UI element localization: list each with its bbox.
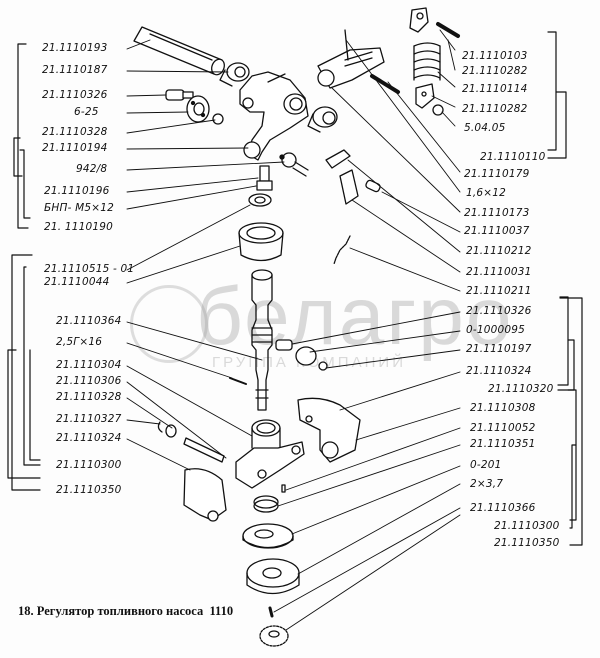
part-label: 21.1110110: [480, 151, 546, 163]
spring-052: [253, 495, 279, 513]
figure-title: Регулятор топливного насоса: [36, 604, 204, 618]
part-label: 21.1110324: [466, 365, 532, 377]
washer-part: [212, 113, 224, 125]
bearing-0-201: [246, 558, 300, 595]
shaft-flange: [235, 419, 305, 489]
part-label: 21.1110320: [488, 383, 554, 395]
spring-114: [413, 42, 441, 81]
part-label: 21.1110052: [470, 422, 536, 434]
spring-212: [333, 235, 351, 265]
part-label: 21.1110179: [464, 168, 530, 180]
part-label: 21.1110328: [42, 126, 108, 138]
washer-328: [165, 424, 177, 438]
bearing-6-25: [186, 95, 210, 123]
figure-number: 18.: [18, 604, 34, 618]
part-label: 21.1110197: [466, 343, 532, 355]
sleeve-173: [365, 179, 381, 193]
pin-part: [165, 89, 194, 101]
part-label: 6-25: [74, 106, 99, 118]
part-label: 21.1110515 - 01: [44, 263, 135, 275]
bracket-282: [415, 83, 435, 109]
part-label: 21.1110327: [56, 413, 122, 425]
washer-5-04-05: [432, 104, 444, 116]
part-label: 21.1110366: [470, 502, 536, 514]
adjust-screw: [279, 152, 309, 177]
part-label: 21.1110187: [42, 64, 108, 76]
part-label: 21.1110350: [56, 484, 122, 496]
figure-code: 1110: [209, 604, 234, 618]
pin-282: [436, 22, 460, 38]
pin-2x3-7: [268, 606, 274, 618]
part-label: 21.1110282: [462, 103, 528, 115]
gear-366: [259, 625, 289, 647]
part-label: 2,5Г×16: [56, 336, 103, 348]
part-label: 21.1110173: [464, 207, 530, 219]
part-label: 21.1110031: [466, 266, 532, 278]
split-pin: [229, 377, 247, 385]
washer-190: [248, 193, 272, 207]
part-label: 21.1110194: [42, 142, 108, 154]
bolt-part: [256, 165, 273, 191]
part-label: БНП- М5×12: [44, 202, 115, 214]
part-label: 21.1110328: [56, 391, 122, 403]
part-label: 21.1110114: [462, 83, 528, 95]
part-label: 21.1110212: [466, 245, 532, 257]
part-label: 1,6×12: [466, 187, 507, 199]
watermark-brand: белагро: [196, 271, 514, 362]
part-label: 21.1110306: [56, 375, 122, 387]
weight-right: [297, 397, 361, 463]
circlip: [157, 421, 163, 433]
link-plate-037: [339, 169, 359, 205]
part-label: 21.1110351: [470, 438, 536, 450]
grouping-brackets: [7, 31, 583, 546]
part-label: 21.1110193: [42, 42, 108, 54]
weight-left: [183, 468, 227, 522]
part-label: 21.1110326: [466, 305, 532, 317]
part-label: 21.1110282: [462, 65, 528, 77]
part-label: 21.1110350: [494, 537, 560, 549]
part-label: 21.1110300: [56, 459, 122, 471]
part-label: 21.1110211: [466, 285, 532, 297]
disk-351: [242, 523, 294, 549]
clevis-part: [317, 29, 385, 89]
part-label: 0-1000095: [466, 324, 526, 336]
pin-326-right: [275, 339, 328, 371]
part-label: 21.1110326: [42, 89, 108, 101]
axle-part: [133, 26, 225, 76]
watermark-logo-icon: [130, 285, 208, 363]
part-label: 2×3,7: [470, 478, 504, 490]
part-label: 21.1110300: [494, 520, 560, 532]
part-label: 942/8: [76, 163, 108, 175]
sleeve-part: [238, 222, 284, 262]
lever-body: [239, 71, 309, 161]
part-label: 0-201: [470, 459, 502, 471]
figure-caption: 18. Регулятор топливного насоса 1110: [18, 604, 233, 619]
bracket-103: [409, 7, 429, 33]
part-label: 21.1110324: [56, 432, 122, 444]
part-label: 21.1110196: [44, 185, 110, 197]
roller-part: [307, 106, 338, 133]
pin-327: [183, 437, 225, 463]
part-label: 21.1110304: [56, 359, 122, 371]
part-label: 21. 1110190: [44, 221, 113, 233]
leader-lines: [126, 29, 461, 631]
small-pin: [281, 484, 286, 493]
part-label: 21.1110103: [462, 50, 528, 62]
part-label: 21.1110037: [464, 225, 530, 237]
part-label: 21.1110044: [44, 276, 110, 288]
link-plate-179: [325, 149, 351, 169]
part-label: 21.1110364: [56, 315, 122, 327]
governor-shaft: [251, 269, 273, 411]
part-label: 5.04.05: [464, 122, 506, 134]
part-label: 21.1110308: [470, 402, 536, 414]
